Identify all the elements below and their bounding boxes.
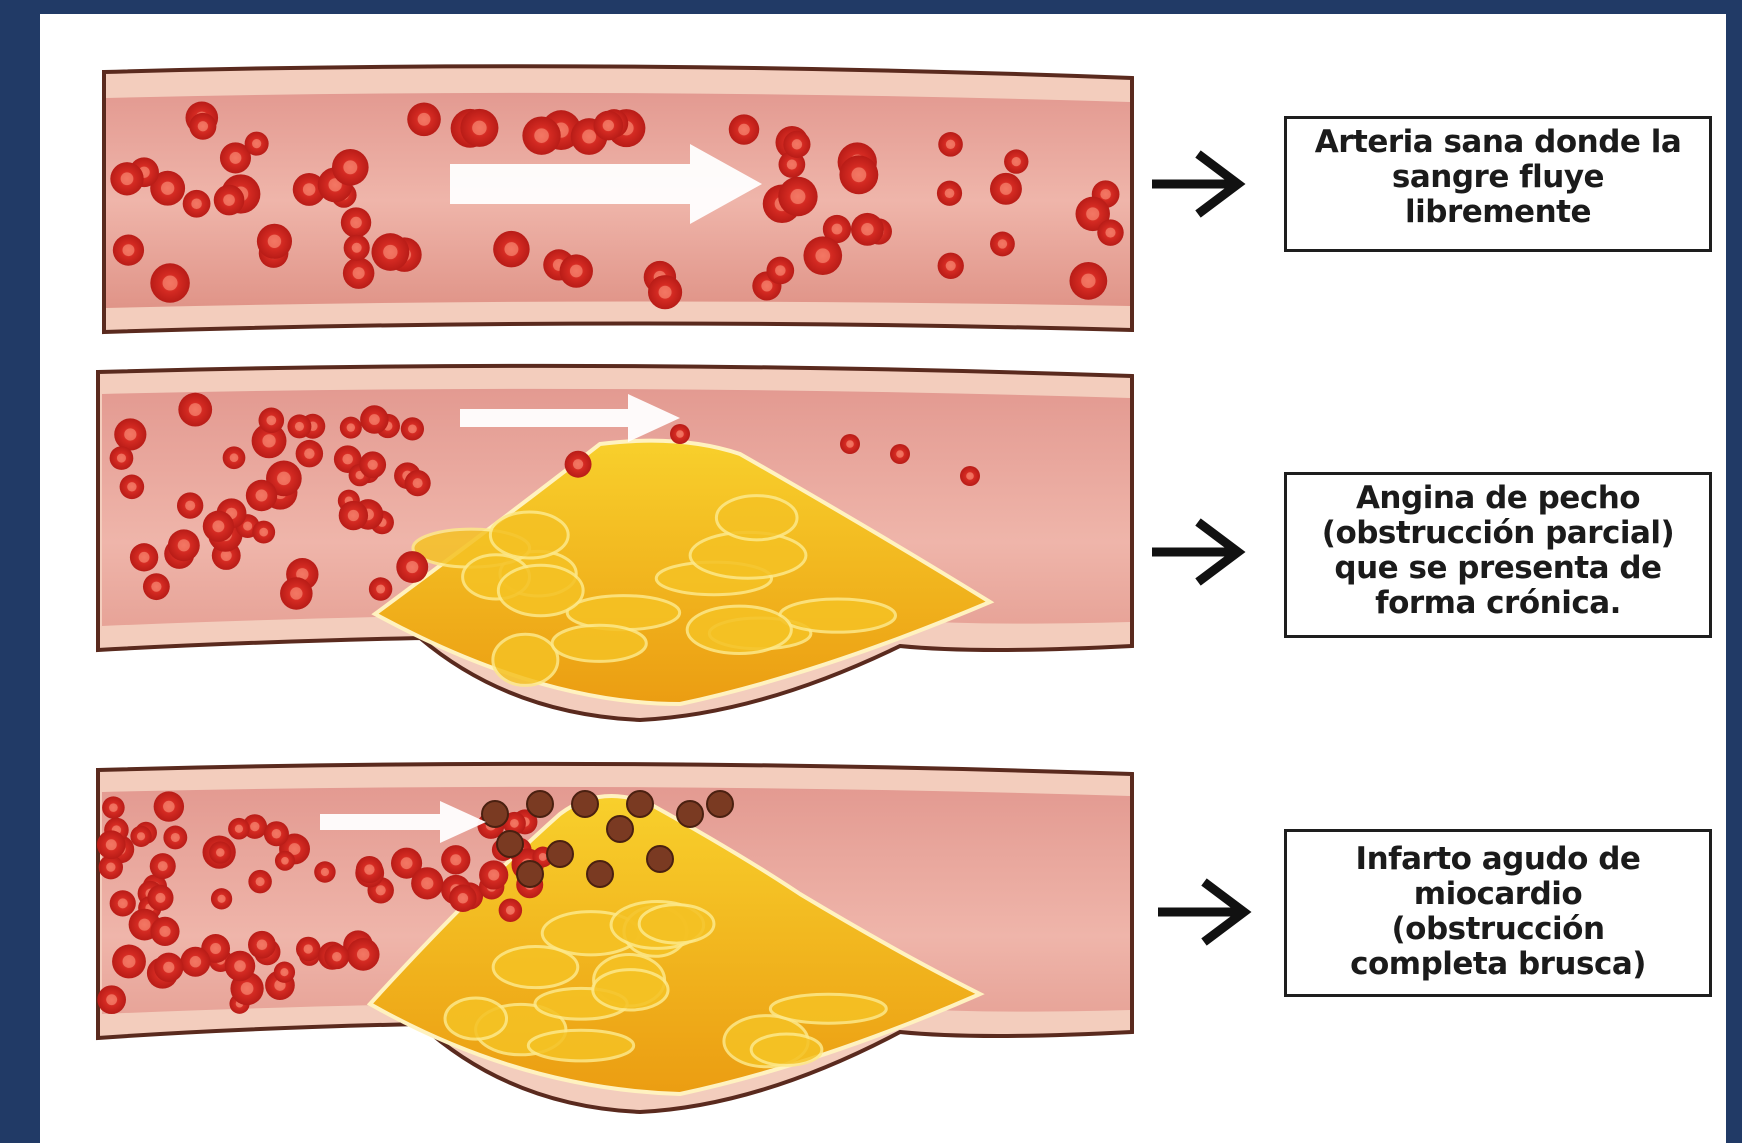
right-arrow-icon (1158, 882, 1244, 942)
plaque-cell (716, 496, 797, 540)
plaque-cell (770, 994, 886, 1023)
clot-cell (587, 861, 613, 887)
clot-cell (677, 801, 703, 827)
right-arrow-icon (1152, 154, 1238, 214)
plaque-cell (493, 634, 558, 685)
clot-cell (707, 791, 733, 817)
plaque-cell (687, 606, 791, 653)
plaque-cell (751, 1034, 822, 1065)
label-infarction: Infarto agudo de miocardio (obstrucción … (1284, 829, 1712, 997)
diagram-panel: Arteria sana donde la sangre fluye libre… (40, 14, 1726, 1143)
partially-blocked-artery (98, 366, 1132, 720)
label-healthy-artery: Arteria sana donde la sangre fluye libre… (1284, 116, 1712, 252)
blocked-artery (97, 764, 1132, 1112)
plaque-cell (490, 512, 568, 558)
label-angina: Angina de pecho (obstrucción parcial) qu… (1284, 472, 1712, 638)
clot-cell (572, 791, 598, 817)
clot-cell (517, 861, 543, 887)
plaque-cell (593, 970, 668, 1010)
clot-cell (497, 831, 523, 857)
clot-cell (527, 791, 553, 817)
plaque-cell (498, 565, 583, 615)
plaque-cell (552, 625, 646, 661)
healthy-artery (104, 66, 1132, 332)
clot-cell (647, 846, 673, 872)
right-arrow-icon (1152, 522, 1238, 582)
plaque-cell (567, 596, 679, 630)
clot-cell (547, 841, 573, 867)
clot-cell (627, 791, 653, 817)
plaque-cell (528, 1030, 633, 1061)
clot-cell (482, 801, 508, 827)
clot-cell (607, 816, 633, 842)
plaque-cell (780, 599, 896, 632)
plaque-cell (639, 905, 714, 943)
plaque-cell (445, 998, 506, 1039)
